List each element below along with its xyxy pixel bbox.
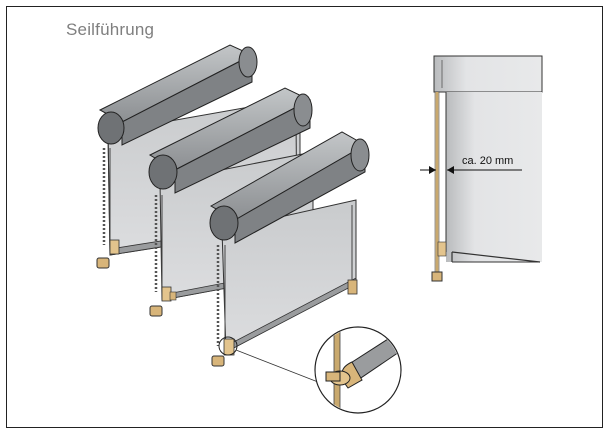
side-cord-weight bbox=[431, 271, 443, 282]
roller-blind-front bbox=[209, 131, 370, 367]
side-view: ca. 20 mm bbox=[420, 55, 543, 282]
detail-highlight-circle bbox=[218, 336, 238, 356]
dimension-label: ca. 20 mm bbox=[462, 155, 513, 167]
page-title: Seilführung bbox=[66, 20, 155, 39]
dimension-arrow: ca. 20 mm bbox=[420, 155, 522, 174]
cord-weight bbox=[96, 257, 110, 269]
cord-guide-detail bbox=[314, 326, 402, 414]
cassette-end-cap bbox=[97, 111, 125, 145]
